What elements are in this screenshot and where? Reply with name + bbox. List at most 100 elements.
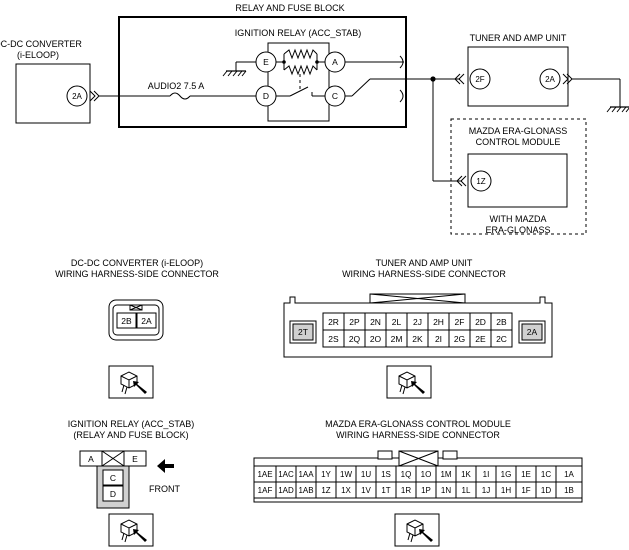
- ignition-relay-title: IGNITION RELAY (ACC_STAB): [235, 28, 362, 38]
- tuner-pin-cell: 2N: [370, 317, 381, 327]
- dcdc-connector-title-line2: WIRING HARNESS-SIDE CONNECTOR: [55, 269, 219, 279]
- front-label: FRONT: [149, 484, 180, 494]
- tuner-connector-row2: 2S 2Q 2O 2M 2K 2I 2G 2E 2C: [328, 334, 507, 344]
- tuner-pin-cell: 2D: [475, 317, 486, 327]
- tuner-pin-cell: 2O: [370, 334, 382, 344]
- relay-terminal-e: E: [263, 57, 269, 67]
- era-pin-cell: 1Y: [321, 470, 331, 479]
- era-pin-1z: 1Z: [476, 177, 485, 186]
- era-option-frame: [450, 118, 587, 235]
- era-pin-cell: 1M: [440, 470, 451, 479]
- era-connector-title-line2: WIRING HARNESS-SIDE CONNECTOR: [336, 430, 500, 440]
- tuner-amp-box: [467, 46, 569, 107]
- era-pin-cell: 1C: [541, 470, 551, 479]
- era-pin-cell: 1Q: [401, 470, 412, 479]
- dcdc-connector-title-line1: DC-DC CONVERTER (i-ELOOP): [71, 258, 203, 268]
- fuse-label: AUDIO2 7.5 A: [148, 81, 205, 91]
- era-title-line1: MAZDA ERA-GLONASS: [469, 126, 568, 136]
- relay-terminal-a: A: [332, 57, 338, 67]
- era-pin-cell: 1S: [381, 470, 391, 479]
- tuner-pin-cell: 2I: [435, 334, 442, 344]
- tuner-connector-pin-2t: 2T: [298, 327, 308, 337]
- era-pin-cell: 1L: [462, 486, 471, 495]
- tuner-connector-chevron: [454, 73, 465, 85]
- dcdc-connector-face: [108, 299, 164, 341]
- relay-block-title: RELAY AND FUSE BLOCK: [235, 3, 344, 13]
- tuner-connector-face: [283, 293, 553, 358]
- fuse-icon: [169, 92, 191, 100]
- tuner-pin-cell: 2H: [433, 317, 444, 327]
- era-pin-cell: 1AE: [257, 470, 272, 479]
- era-pin-cell: 1W: [340, 470, 352, 479]
- dcdc-connector-pin-2a: 2A: [141, 316, 152, 326]
- era-connector-chevron: [456, 175, 467, 187]
- era-pin-cell: 1F: [521, 486, 530, 495]
- era-pin-cell: 1R: [401, 486, 411, 495]
- era-connector-title-line1: MAZDA ERA-GLONASS CONTROL MODULE: [325, 419, 511, 429]
- relay-view-direction-icon: [108, 513, 154, 547]
- tuner-connector-title-line1: TUNER AND AMP UNIT: [376, 258, 473, 268]
- era-pin-cell: 1I: [483, 470, 490, 479]
- dcdc-connector-pin-2b: 2B: [121, 316, 132, 326]
- relay-fuse-block-frame: [118, 16, 407, 128]
- era-note-line1: WITH MAZDA: [490, 214, 547, 224]
- ignition-relay-body: [267, 42, 330, 122]
- tuner-connector-pin-2a: 2A: [527, 327, 538, 337]
- tuner-pin-cell: 2B: [496, 317, 507, 327]
- era-view-direction-icon: [394, 513, 440, 547]
- relay-connector-pin-c: C: [110, 473, 116, 483]
- era-pin-cell: 1AA: [298, 470, 314, 479]
- era-pin-cell: 1AB: [298, 486, 313, 495]
- tuner-pin-2a: 2A: [545, 75, 555, 84]
- era-pin-cell: 1AF: [258, 486, 273, 495]
- relay-connector-pin-e: E: [132, 454, 138, 464]
- era-pin-1z-circle: [470, 170, 492, 192]
- era-pin-cell: 1K: [461, 470, 471, 479]
- tuner-title: TUNER AND AMP UNIT: [470, 33, 567, 43]
- relay-ground-icon: [222, 70, 247, 77]
- tuner-pin-2f-circle: [469, 68, 491, 90]
- era-pin-cell: 1T: [381, 486, 390, 495]
- dcdc-title-line1: DC-DC CONVERTER: [0, 39, 82, 49]
- tuner-pin-cell: 2K: [412, 334, 423, 344]
- era-connector-face: [253, 450, 583, 503]
- era-pin-cell: 1AD: [278, 486, 294, 495]
- era-title-line2: CONTROL MODULE: [476, 137, 561, 147]
- era-pin-cell: 1E: [521, 470, 531, 479]
- era-pin-cell: 1A: [564, 470, 574, 479]
- tuner-pin-cell: 2Q: [349, 334, 361, 344]
- era-connector-row1: 1AE 1AC 1AA 1Y 1W 1U 1S 1Q 1O 1M 1K 1I 1…: [257, 470, 574, 479]
- era-pin-cell: 1V: [361, 486, 371, 495]
- tuner-pin-cell: 2J: [413, 317, 422, 327]
- dcdc-converter-box: [15, 63, 91, 124]
- tuner-pin-2f: 2F: [475, 75, 484, 84]
- front-arrow-icon: [157, 459, 174, 473]
- era-pin-cell: 1G: [501, 470, 512, 479]
- dcdc-view-direction-icon: [108, 365, 154, 399]
- relay-connector-title-line2: (RELAY AND FUSE BLOCK): [73, 430, 188, 440]
- tuner-connector-title-line2: WIRING HARNESS-SIDE CONNECTOR: [342, 269, 506, 279]
- dcdc-title-line2: (i-ELOOP): [17, 50, 59, 60]
- era-pin-cell: 1O: [421, 470, 432, 479]
- tuner-pin-cell: 2L: [392, 317, 402, 327]
- era-pin-cell: 1U: [361, 470, 371, 479]
- dcdc-pin-2a: 2A: [72, 92, 82, 101]
- era-pin-cell: 1AC: [278, 470, 294, 479]
- relay-terminal-c: C: [332, 91, 338, 101]
- relay-connector-title-line1: IGNITION RELAY (ACC_STAB): [68, 419, 195, 429]
- era-pin-cell: 1J: [482, 486, 490, 495]
- tuner-pin-cell: 2G: [454, 334, 465, 344]
- tuner-pin-cell: 2P: [349, 317, 360, 327]
- era-module-box: [467, 153, 568, 208]
- relay-terminal-d: D: [263, 91, 269, 101]
- relay-connector-pin-a: A: [88, 454, 94, 464]
- era-pin-cell: 1H: [501, 486, 511, 495]
- tuner-view-direction-icon: [386, 365, 432, 399]
- era-pin-cell: 1D: [541, 486, 551, 495]
- relay-block-edge-mark-c: [399, 89, 404, 103]
- tuner-pin-cell: 2C: [496, 334, 507, 344]
- tuner-ground-icon: [606, 106, 629, 113]
- era-pin-cell: 1B: [564, 486, 574, 495]
- tuner-pin-cell: 2E: [475, 334, 486, 344]
- tuner-pin-cell: 2R: [328, 317, 339, 327]
